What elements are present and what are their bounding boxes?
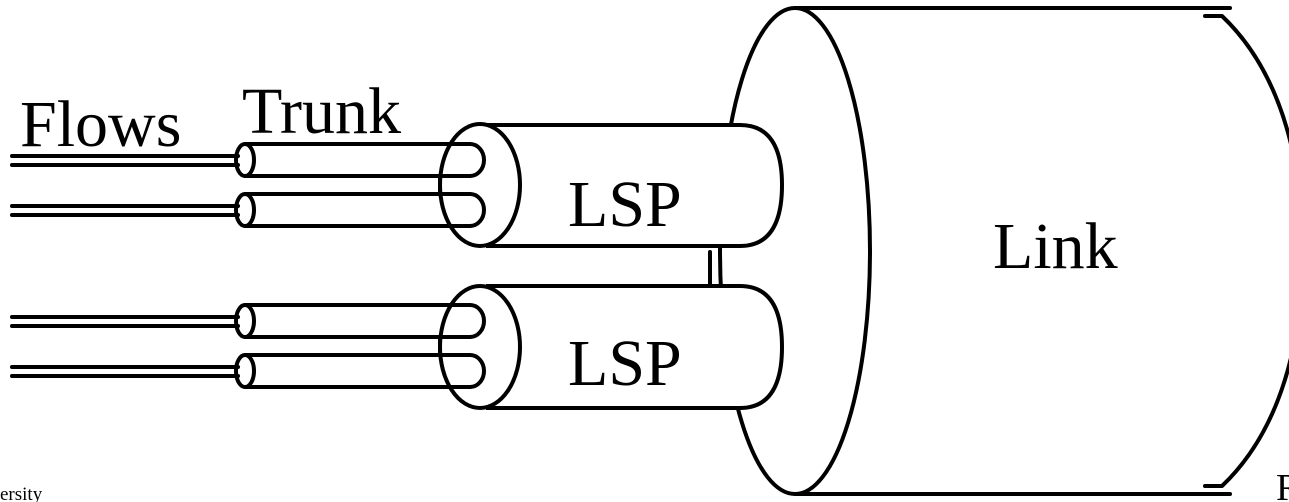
trunk-top-1	[234, 142, 486, 178]
link-front-face	[718, 6, 872, 496]
lsp-bottom	[438, 284, 785, 410]
flows-label: Flows	[20, 88, 181, 161]
lsp-bottom-label: LSP	[568, 327, 682, 400]
footer-left-text: ersity	[0, 484, 43, 502]
trunk-bottom-2	[234, 353, 486, 389]
trunk-top-2	[234, 192, 486, 228]
link-back-edge	[1203, 14, 1289, 488]
trunk-bottom-1	[234, 303, 486, 339]
flow-lines	[10, 154, 240, 378]
trunk-label: Trunk	[242, 75, 401, 148]
lsp-top-label: LSP	[568, 168, 682, 241]
footer-right-text: R	[1276, 467, 1289, 502]
link-label: Link	[993, 210, 1118, 283]
